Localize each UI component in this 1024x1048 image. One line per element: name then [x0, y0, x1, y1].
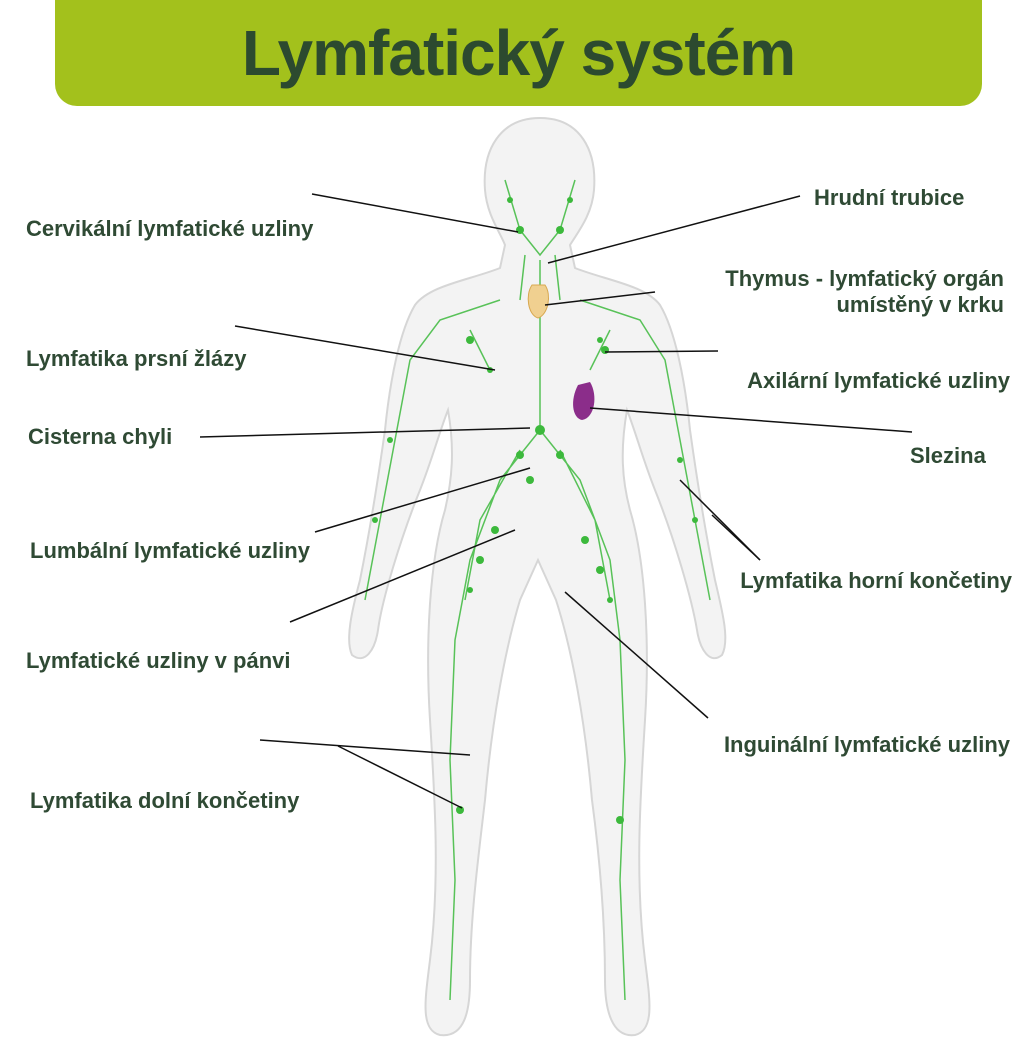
- label-lower-limb: Lymfatika dolní končetiny: [30, 788, 300, 813]
- leader-lines: [199, 193, 913, 809]
- spleen-organ: [573, 382, 595, 420]
- label-thymus-line2: umístěný v krku: [836, 292, 1004, 317]
- title-banner: Lymfatický systém: [55, 0, 982, 106]
- label-pelvic-nodes: Lymfatické uzliny v pánvi: [26, 648, 291, 673]
- label-axillary-nodes: Axilární lymfatické uzliny: [747, 368, 1010, 393]
- thymus-organ: [527, 284, 549, 319]
- label-upper-limb: Lymfatika horní končetiny: [740, 568, 1012, 593]
- label-cisterna-chyli: Cisterna chyli: [28, 424, 173, 449]
- page-title: Lymfatický systém: [241, 17, 796, 89]
- label-thymus-line1: Thymus - lymfatický orgán: [725, 266, 1004, 291]
- label-breast-lymphatics: Lymfatika prsní žlázy: [26, 346, 247, 371]
- label-lumbar-nodes: Lumbální lymfatické uzliny: [30, 538, 310, 563]
- label-inguinal-nodes: Inguinální lymfatické uzliny: [723, 732, 1010, 757]
- label-thoracic-duct: Hrudní trubice: [814, 185, 965, 210]
- body-silhouette: [348, 116, 727, 1037]
- label-spleen: Slezina: [910, 443, 986, 468]
- label-cervical-nodes: Cervikální lymfatické uzliny: [26, 216, 314, 241]
- label-thymus: Thymus - lymfatický orgán umístěný v krk…: [725, 266, 1004, 318]
- lymph-nodes: [372, 197, 698, 824]
